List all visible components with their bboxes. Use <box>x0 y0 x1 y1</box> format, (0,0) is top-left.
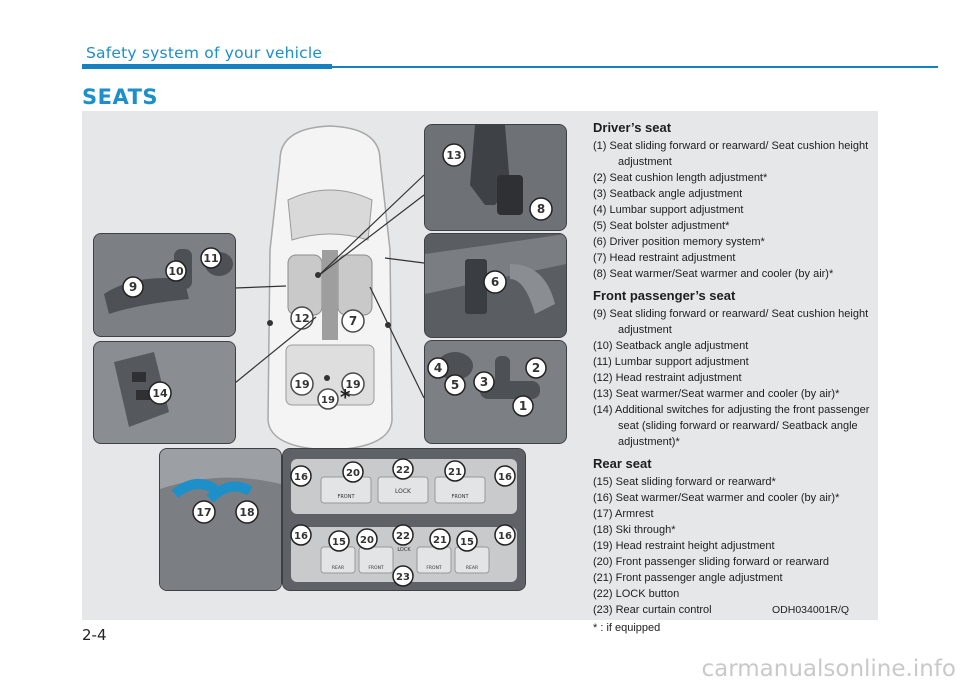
svg-text:16: 16 <box>498 472 512 483</box>
seat-legend: Driver’s seat (1) Seat sliding forward o… <box>593 119 883 636</box>
svg-text:14: 14 <box>152 387 168 400</box>
legend-item: (3) Seatback angle adjustment <box>593 188 743 200</box>
legend-item: (22) LOCK button <box>593 588 680 600</box>
rear-armrest-illustration: 17 18 <box>159 448 282 591</box>
legend-item: (20) Front passenger sliding forward or … <box>593 556 829 568</box>
legend-item: (2) Seat cushion length adjustment* <box>593 172 768 184</box>
driver-seat-switches-illustration: 4 5 3 2 1 <box>424 340 567 444</box>
drivers-seat-title: Driver’s seat <box>593 120 672 135</box>
legend-item: (4) Lumbar support adjustment <box>593 204 744 216</box>
svg-text:15: 15 <box>332 537 346 548</box>
svg-text:16: 16 <box>294 472 308 483</box>
svg-text:20: 20 <box>346 468 360 479</box>
svg-text:21: 21 <box>433 535 447 546</box>
legend-item: (15) Seat sliding forward or rearward* <box>593 476 776 488</box>
additional-switches-illustration: 14 <box>93 341 236 444</box>
svg-text:22: 22 <box>396 531 410 542</box>
section-title: Safety system of your vehicle <box>86 44 323 62</box>
svg-text:9: 9 <box>129 280 137 294</box>
svg-text:23: 23 <box>396 572 410 583</box>
svg-text:16: 16 <box>294 531 308 542</box>
svg-text:16: 16 <box>498 531 512 542</box>
svg-text:10: 10 <box>168 265 184 278</box>
svg-text:8: 8 <box>537 202 545 216</box>
svg-text:18: 18 <box>239 506 254 519</box>
svg-text:REAR: REAR <box>332 565 344 571</box>
legend-item: (7) Head restraint adjustment <box>593 252 736 264</box>
legend-item: (11) Lumbar support adjustment <box>593 356 749 368</box>
legend-item: (21) Front passenger angle adjustment <box>593 572 783 584</box>
svg-text:13: 13 <box>446 149 461 162</box>
svg-text:1: 1 <box>519 399 527 413</box>
legend-item: (16) Seat warmer/Seat warmer and cooler … <box>593 492 840 504</box>
svg-text:5: 5 <box>451 378 459 392</box>
svg-text:FRONT: FRONT <box>368 565 384 571</box>
svg-text:19: 19 <box>321 395 335 406</box>
legend-item: (18) Ski through* <box>593 524 676 536</box>
svg-text:FRONT: FRONT <box>337 494 355 500</box>
watermark: carmanualsonline.info <box>701 656 956 682</box>
svg-text:4: 4 <box>434 361 442 375</box>
svg-text:3: 3 <box>480 375 488 389</box>
rear-seat-title: Rear seat <box>593 456 652 471</box>
rear-control-panel-illustration: FRONT LOCK FRONT REAR FRONT FRONT REAR L… <box>282 448 526 591</box>
header-rule-thick <box>82 64 332 69</box>
svg-text:LOCK: LOCK <box>397 547 411 553</box>
svg-text:6: 6 <box>491 275 499 289</box>
svg-text:FRONT: FRONT <box>451 494 469 500</box>
figure-code: ODH034001R/Q <box>772 604 850 616</box>
footnote: * : if equipped <box>593 622 661 634</box>
car-top-view-illustration: 12 7 19 19 19 * <box>267 125 393 451</box>
legend-item: (14) Additional switches for adjusting t… <box>593 404 870 448</box>
door-memory-panel-illustration: 6 <box>424 233 567 338</box>
svg-text:15: 15 <box>460 537 474 548</box>
legend-item: (9) Seat sliding forward or rearward/ Se… <box>593 308 869 336</box>
legend-item: (17) Armrest <box>593 508 654 520</box>
legend-item: (10) Seatback angle adjustment <box>593 340 749 352</box>
page-number: 2-4 <box>82 626 107 644</box>
svg-text:2: 2 <box>532 361 540 375</box>
svg-text:LOCK: LOCK <box>395 488 412 495</box>
svg-text:19: 19 <box>345 378 360 391</box>
page-heading: SEATS <box>82 85 159 109</box>
svg-text:20: 20 <box>360 535 374 546</box>
svg-text:21: 21 <box>448 467 462 478</box>
svg-text:7: 7 <box>349 314 357 328</box>
svg-text:FRONT: FRONT <box>426 565 442 571</box>
svg-text:REAR: REAR <box>466 565 478 571</box>
legend-item: (5) Seat bolster adjustment* <box>593 220 730 232</box>
svg-text:22: 22 <box>396 465 410 476</box>
svg-text:12: 12 <box>294 312 309 325</box>
passenger-seat-title: Front passenger’s seat <box>593 288 736 303</box>
console-seat-warmer-illustration: 13 8 <box>424 124 567 231</box>
legend-item: (6) Driver position memory system* <box>593 236 765 248</box>
passenger-seat-switches-illustration: 11 10 9 <box>93 233 236 337</box>
legend-item: (12) Head restraint adjustment <box>593 372 742 384</box>
svg-text:11: 11 <box>203 252 218 265</box>
svg-text:19: 19 <box>294 378 309 391</box>
legend-item: (23) Rear curtain control <box>593 604 712 616</box>
svg-text:17: 17 <box>196 506 211 519</box>
legend-item: (1) Seat sliding forward or rearward/ Se… <box>593 140 869 168</box>
header-rule-thin <box>332 66 938 68</box>
legend-item: (19) Head restraint height adjustment <box>593 540 775 552</box>
legend-item: (13) Seat warmer/Seat warmer and cooler … <box>593 388 840 400</box>
asterisk-mark: * <box>340 385 351 409</box>
legend-item: (8) Seat warmer/Seat warmer and cooler (… <box>593 268 834 280</box>
